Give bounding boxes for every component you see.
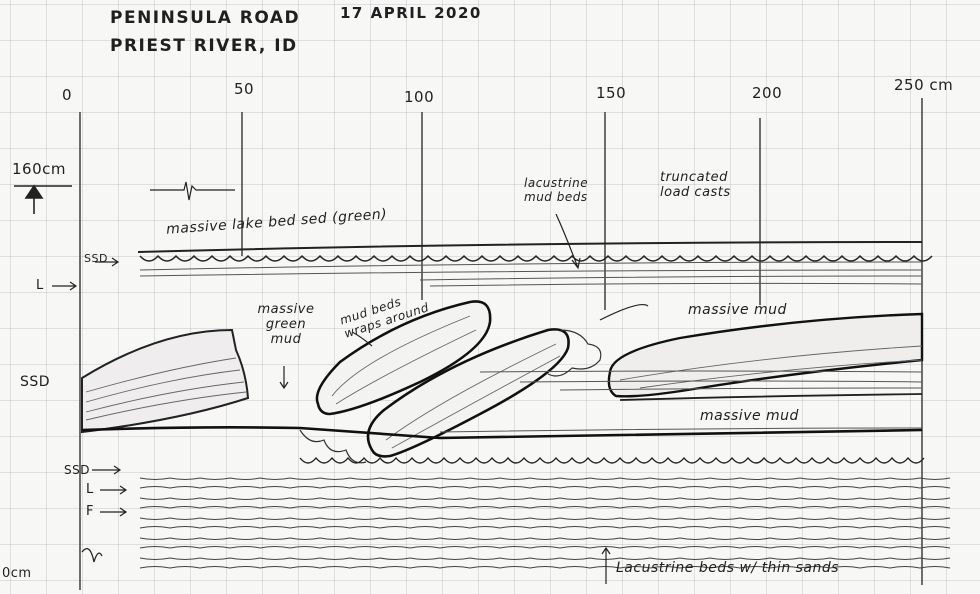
scale-tick-200: 200 bbox=[752, 84, 783, 102]
label-f-low: F bbox=[86, 504, 94, 519]
seismogram-squiggle bbox=[150, 181, 235, 201]
middle-contact bbox=[81, 426, 923, 440]
mud-ball-upper bbox=[315, 300, 492, 416]
annotation-massive-mud-lower: massive mud bbox=[700, 408, 799, 424]
annotation-massive-green-mud: massive green mud bbox=[257, 302, 315, 347]
thin-sand-bed-line bbox=[139, 486, 951, 489]
scale-tick-100: 100 bbox=[404, 88, 435, 106]
scale-tick-250: 250 cm bbox=[894, 76, 954, 94]
label-ssd-mid: SSD bbox=[20, 374, 51, 390]
truncated-load-casts-top bbox=[139, 254, 933, 262]
thin-sand-bed-line bbox=[139, 517, 951, 520]
thin-sand-bed-line bbox=[139, 557, 951, 560]
annotation-truncated-load-casts: truncated load casts bbox=[660, 170, 731, 200]
height-marker-icon bbox=[14, 184, 72, 214]
label-l-low: L bbox=[86, 482, 94, 497]
left-tilted-block bbox=[81, 328, 250, 434]
lacustrine-mud-beds bbox=[139, 261, 923, 287]
label-ssd-low: SSD bbox=[64, 463, 90, 477]
scale-tick-0: 0 bbox=[62, 86, 73, 104]
thin-sand-bed-line bbox=[139, 566, 951, 569]
height-label: 160cm bbox=[12, 160, 66, 178]
thin-sand-bed-line bbox=[139, 477, 951, 480]
lacustrine-thin-sand-beds bbox=[139, 477, 951, 569]
scale-tick-50: 50 bbox=[234, 80, 255, 98]
convolute-structure-right bbox=[547, 329, 602, 377]
convolute-structure-left bbox=[299, 429, 367, 464]
pointer-arrows bbox=[52, 213, 611, 584]
annotation-massive-mud-upper: massive mud bbox=[688, 302, 787, 318]
base-label: 0cm bbox=[2, 566, 32, 581]
thin-sand-bed-line bbox=[139, 546, 951, 549]
annotation-lacustrine-mud-beds: lacustrine mud beds bbox=[524, 176, 589, 204]
load-casts-bottom bbox=[299, 456, 925, 464]
date-label: 17 APRIL 2020 bbox=[340, 4, 482, 22]
location-subtitle: PRIEST RIVER, ID bbox=[110, 36, 298, 56]
upper-contact bbox=[137, 241, 923, 253]
thin-sand-bed-line bbox=[139, 497, 951, 500]
thin-sand-bed-line bbox=[139, 526, 951, 529]
mud-ball-lower bbox=[366, 328, 570, 458]
thin-sand-bed-line bbox=[139, 506, 951, 509]
annotation-lacustrine-thin-sands: Lacustrine beds w/ thin sands bbox=[616, 560, 840, 576]
thin-sand-bed-line bbox=[139, 537, 951, 540]
location-title: PENINSULA ROAD bbox=[110, 8, 301, 28]
right-mud-lens bbox=[599, 304, 924, 398]
label-l-top: L bbox=[36, 278, 44, 293]
scale-tick-150: 150 bbox=[596, 84, 627, 102]
label-ssd-top: SSD bbox=[84, 252, 108, 265]
